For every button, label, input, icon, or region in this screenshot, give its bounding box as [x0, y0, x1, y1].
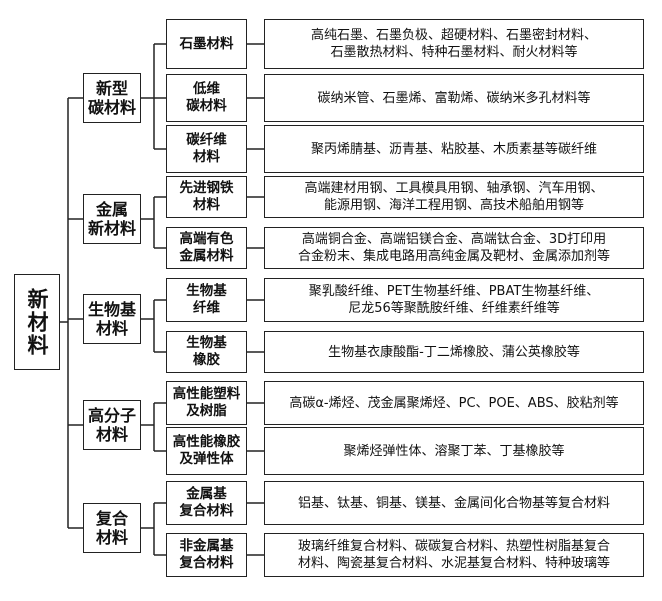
- subcategory-2-0-label: 生物基 纤维: [186, 283, 227, 316]
- description-4-0: 铝基、钛基、铜基、镁基、金属间化合物基等复合材料: [264, 481, 644, 525]
- description-0-1: 碳纳米管、石墨烯、富勒烯、碳纳米多孔材料等: [264, 74, 644, 122]
- subcategory-0-2-label: 碳纤维 材料: [186, 132, 227, 165]
- subcategory-3-0-label: 高性能塑料 及树脂: [172, 386, 241, 419]
- subcategory-2-1-label: 生物基 橡胶: [186, 335, 227, 368]
- description-2-1-label: 生物基衣康酸酯-丁二烯橡胶、蒲公英橡胶等: [328, 344, 580, 360]
- subcategory-0-2: 碳纤维 材料: [166, 125, 247, 173]
- subcategory-1-0-label: 先进钢铁 材料: [179, 180, 234, 213]
- description-2-0: 聚乳酸纤维、PET生物基纤维、PBAT生物基纤维、 尼龙56等聚酰胺纤维、纤维素…: [264, 278, 644, 322]
- subcategory-3-0: 高性能塑料 及树脂: [166, 381, 247, 425]
- category-4: 复合 材料: [83, 503, 141, 553]
- category-3: 高分子 材料: [83, 400, 141, 450]
- description-3-0-label: 高碳α-烯烃、茂金属聚烯烃、PC、POE、ABS、胶粘剂等: [289, 395, 619, 411]
- subcategory-3-1: 高性能橡胶 及弹性体: [166, 427, 247, 475]
- description-0-1-label: 碳纳米管、石墨烯、富勒烯、碳纳米多孔材料等: [317, 90, 591, 106]
- root-label: 新材料: [25, 287, 49, 357]
- category-1-label: 金属 新材料: [87, 200, 136, 238]
- subcategory-0-0-label: 石墨材料: [179, 35, 234, 52]
- description-0-2-label: 聚丙烯腈基、沥青基、粘胶基、木质素基等碳纤维: [310, 141, 597, 157]
- category-4-label: 复合 材料: [95, 509, 128, 547]
- root-node: 新材料: [14, 274, 60, 370]
- description-0-0: 高纯石墨、石墨负极、超硬材料、石墨密封材料、 石墨散热材料、特种石墨材料、耐火材…: [264, 19, 644, 69]
- subcategory-0-1: 低维 碳材料: [166, 74, 247, 122]
- category-2: 生物基 材料: [83, 294, 141, 344]
- description-1-0: 高端建材用钢、工具模具用钢、轴承钢、汽车用钢、 能源用钢、海洋工程用钢、高技术船…: [264, 176, 644, 218]
- description-1-0-label: 高端建材用钢、工具模具用钢、轴承钢、汽车用钢、 能源用钢、海洋工程用钢、高技术船…: [304, 181, 604, 213]
- subcategory-4-0-label: 金属基 复合材料: [179, 486, 234, 519]
- category-0: 新型 碳材料: [83, 73, 141, 123]
- subcategory-2-0: 生物基 纤维: [166, 278, 247, 322]
- description-1-1-label: 高端铜合金、高端铝镁合金、高端钛合金、3D打印用 合金粉末、集成电路用高纯金属及…: [297, 232, 610, 264]
- description-3-0: 高碳α-烯烃、茂金属聚烯烃、PC、POE、ABS、胶粘剂等: [264, 381, 644, 425]
- description-3-1-label: 聚烯烃弹性体、溶聚丁苯、丁基橡胶等: [343, 443, 565, 459]
- category-1: 金属 新材料: [83, 194, 141, 244]
- subcategory-4-0: 金属基 复合材料: [166, 481, 247, 525]
- description-3-1: 聚烯烃弹性体、溶聚丁苯、丁基橡胶等: [264, 427, 644, 475]
- category-3-label: 高分子 材料: [87, 406, 136, 444]
- subcategory-1-1-label: 高端有色 金属材料: [179, 231, 234, 264]
- description-2-1: 生物基衣康酸酯-丁二烯橡胶、蒲公英橡胶等: [264, 331, 644, 373]
- description-0-2: 聚丙烯腈基、沥青基、粘胶基、木质素基等碳纤维: [264, 125, 644, 173]
- category-2-label: 生物基 材料: [87, 300, 136, 338]
- description-4-1: 玻璃纤维复合材料、碳碳复合材料、热塑性树脂基复合 材料、陶瓷基复合材料、水泥基复…: [264, 533, 644, 577]
- subcategory-0-0: 石墨材料: [166, 19, 247, 69]
- subcategory-2-1: 生物基 橡胶: [166, 331, 247, 373]
- description-0-0-label: 高纯石墨、石墨负极、超硬材料、石墨密封材料、 石墨散热材料、特种石墨材料、耐火材…: [310, 28, 597, 60]
- subcategory-3-1-label: 高性能橡胶 及弹性体: [172, 434, 241, 467]
- subcategory-1-0: 先进钢铁 材料: [166, 176, 247, 218]
- subcategory-0-1-label: 低维 碳材料: [186, 81, 227, 114]
- subcategory-1-1: 高端有色 金属材料: [166, 227, 247, 269]
- category-0-label: 新型 碳材料: [87, 79, 136, 117]
- description-4-0-label: 铝基、钛基、铜基、镁基、金属间化合物基等复合材料: [297, 495, 610, 511]
- subcategory-4-1: 非金属基 复合材料: [166, 533, 247, 577]
- description-4-1-label: 玻璃纤维复合材料、碳碳复合材料、热塑性树脂基复合 材料、陶瓷基复合材料、水泥基复…: [297, 539, 610, 571]
- description-2-0-label: 聚乳酸纤维、PET生物基纤维、PBAT生物基纤维、 尼龙56等聚酰胺纤维、纤维素…: [308, 284, 600, 316]
- subcategory-4-1-label: 非金属基 复合材料: [179, 538, 234, 571]
- description-1-1: 高端铜合金、高端铝镁合金、高端钛合金、3D打印用 合金粉末、集成电路用高纯金属及…: [264, 227, 644, 269]
